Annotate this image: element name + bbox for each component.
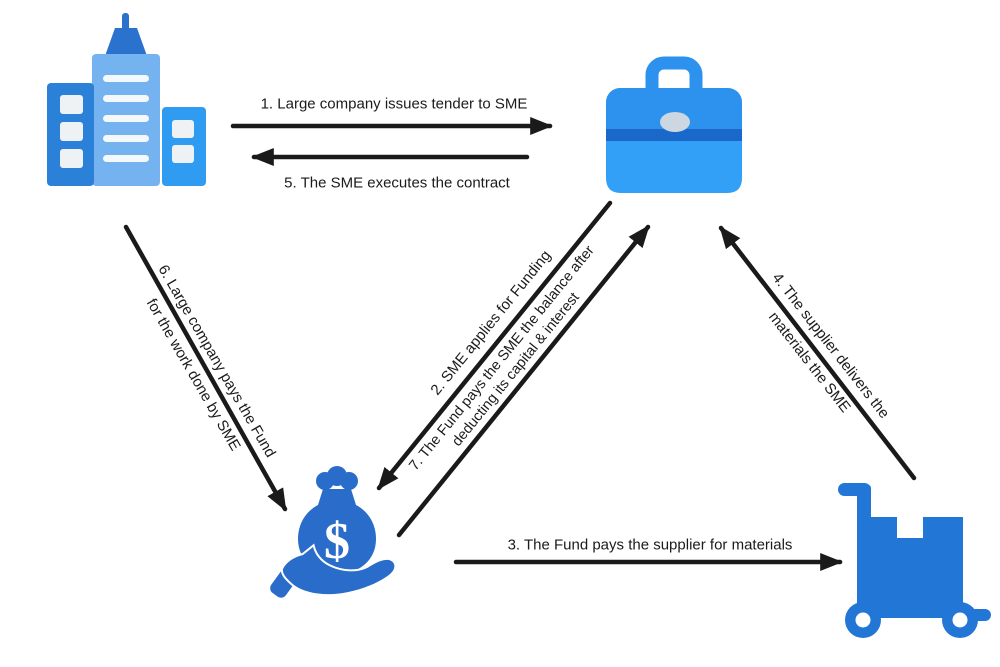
open-hand	[280, 543, 397, 597]
briefcase-divider	[606, 129, 742, 141]
cart-handle-bar	[857, 485, 871, 615]
briefcase-clasp	[660, 112, 690, 132]
cart-box	[868, 517, 963, 618]
building-spire	[105, 28, 147, 56]
label-step3: 3. The Fund pays the supplier for materi…	[507, 536, 793, 554]
arrow-step7-pay-sme	[396, 224, 651, 538]
dollar-sign: $	[324, 513, 350, 570]
hand-truck-icon	[838, 483, 991, 638]
arrow-step6-pay-fund	[123, 224, 288, 512]
briefcase-body	[606, 141, 742, 193]
label-step5: 5. The SME executes the contract	[284, 174, 510, 192]
label-step1: 1. Large company issues tender to SME	[260, 95, 528, 113]
money-bag-knot	[318, 489, 356, 505]
briefcase-icon	[606, 56, 742, 193]
office-building-icon	[47, 13, 206, 186]
arrow-step4-deliver-materials	[718, 225, 917, 481]
hand-money-bag-icon: $	[268, 466, 397, 600]
arrow-step2-apply-funding	[376, 200, 613, 491]
